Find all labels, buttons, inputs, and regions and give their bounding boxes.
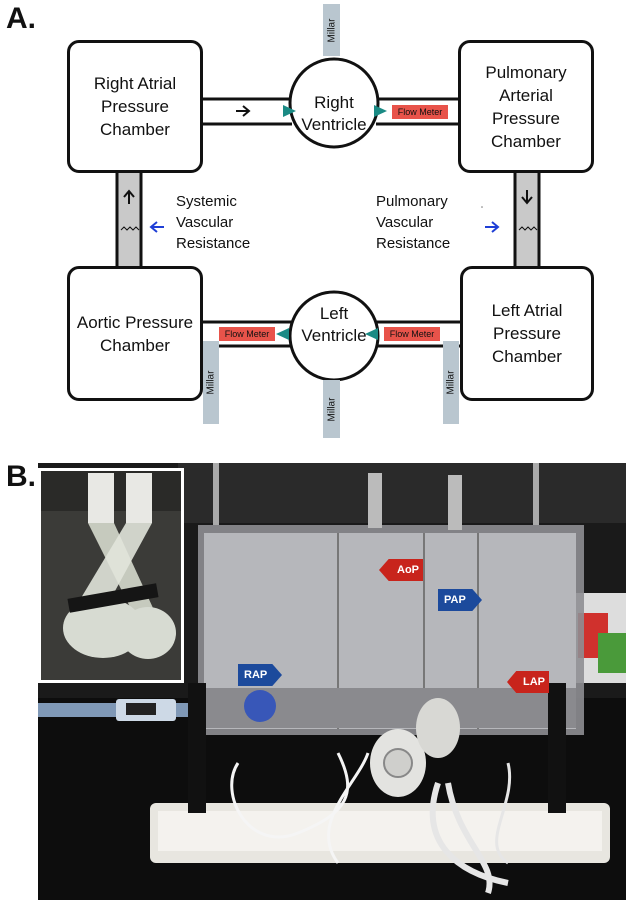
millar-left-ventricle-label: Millar xyxy=(326,397,338,421)
left-ventricle-label: Left Ventricle xyxy=(301,304,367,345)
pulmonary-resistance-tube xyxy=(513,172,541,268)
millar-left-atrial: Millar xyxy=(443,341,459,424)
rv-pa-channel xyxy=(376,97,460,126)
flow-meter-aortic: Flow Meter xyxy=(219,327,275,341)
panel-b-label: B. xyxy=(6,460,36,493)
lap-tag: LAP xyxy=(507,671,549,693)
panel-a-label: A. xyxy=(6,2,36,35)
small-dot xyxy=(481,206,483,208)
aortic-valve-icon xyxy=(276,328,289,340)
right-atrial-chamber-label: Right Atrial Pressure Chamber xyxy=(93,74,177,139)
millar-right-ventricle: Millar xyxy=(323,4,340,56)
right-atrial-chamber: Right Atrial Pressure Chamber xyxy=(67,40,203,173)
millar-left-ventricle: Millar xyxy=(323,380,340,438)
left-atrial-chamber: Left Atrial Pressure Chamber xyxy=(460,266,594,401)
millar-aortic: Millar xyxy=(203,341,219,424)
aortic-chamber: Aortic Pressure Chamber xyxy=(67,266,203,401)
flow-meter-pulmonary: Flow Meter xyxy=(392,105,448,119)
mitral-valve-icon xyxy=(365,328,378,340)
millar-left-atrial-label: Millar xyxy=(445,370,457,395)
simulator-photo: AoP PAP RAP LAP xyxy=(38,463,626,900)
pap-tag: PAP xyxy=(438,589,482,611)
aop-tag: AoP xyxy=(379,559,423,581)
systemic-resistance-label: Systemic Vascular Resistance xyxy=(176,193,251,252)
pulmonary-arterial-chamber: Pulmonary Arterial Pressure Chamber xyxy=(458,40,594,173)
millar-right-ventricle-label: Millar xyxy=(326,18,338,42)
systemic-blue-arrow-icon xyxy=(149,221,164,233)
left-atrial-chamber-label: Left Atrial Pressure Chamber xyxy=(491,301,563,366)
pulmonary-resistance-label: Pulmonary Vascular Resistance xyxy=(376,193,451,252)
circuit-diagram xyxy=(115,57,541,382)
aortic-chamber-label: Aortic Pressure Chamber xyxy=(76,312,194,355)
forward-flow-arrow-icon xyxy=(236,105,251,117)
pulmonary-blue-arrow-icon xyxy=(485,221,500,233)
millar-aortic-label: Millar xyxy=(205,370,217,395)
systemic-resistance-tube xyxy=(115,172,143,268)
pulmonary-arterial-chamber-label: Pulmonary Arterial Pressure Chamber xyxy=(485,62,567,151)
pulmonary-valve-icon xyxy=(374,105,387,117)
right-ventricle-circle xyxy=(288,57,380,149)
tricuspid-valve-icon xyxy=(283,105,296,117)
right-ventricle-label: Right Ventricle xyxy=(301,93,367,134)
ra-rv-channel xyxy=(202,97,292,126)
rap-tag: RAP xyxy=(238,664,282,686)
flow-meter-left-atrial: Flow Meter xyxy=(384,327,440,341)
